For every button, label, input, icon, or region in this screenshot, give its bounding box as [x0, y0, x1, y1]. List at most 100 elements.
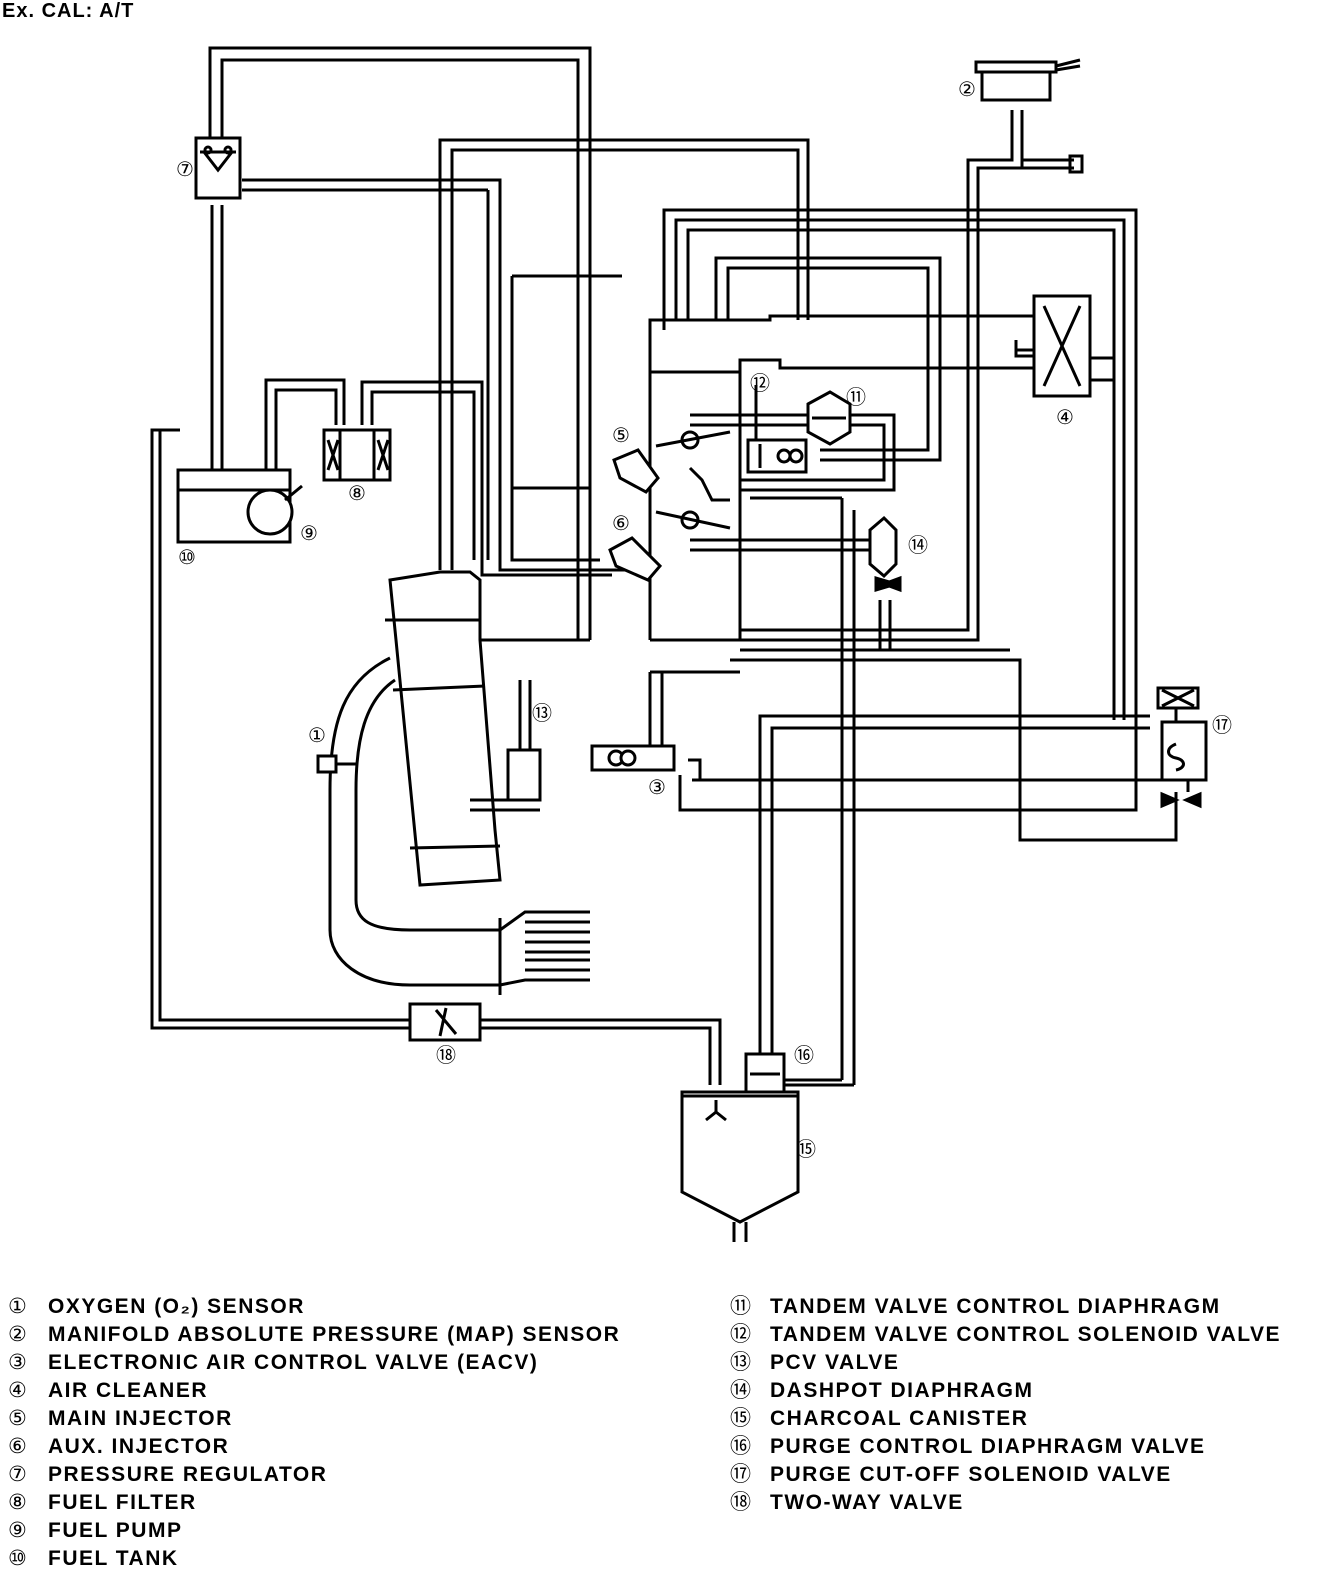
legend-right: ⑪ TANDEM VALVE CONTROL DIAPHRAGM ⑫ TANDEM …	[730, 1292, 1281, 1516]
legend-label: MANIFOLD ABSOLUTE PRESSURE (MAP) SENSOR	[48, 1323, 621, 1346]
callout-13: ⑬	[532, 701, 552, 725]
legend-number: ⑪	[730, 1294, 753, 1318]
legend-label: CHARCOAL CANISTER	[770, 1407, 1029, 1430]
purge-hoses	[758, 498, 1150, 1087]
legend-number: ⑩	[8, 1546, 29, 1570]
legend-number: ④	[8, 1378, 29, 1402]
legend-item: ⑪ TANDEM VALVE CONTROL DIAPHRAGM	[730, 1292, 1281, 1320]
callout-9: ⑨	[300, 521, 318, 545]
legend-label: AUX. INJECTOR	[48, 1435, 230, 1458]
legend-number: ⑫	[730, 1322, 753, 1346]
legend-label: MAIN INJECTOR	[48, 1407, 233, 1430]
tandem-solenoid-valve	[746, 438, 808, 474]
purge-control-valve	[744, 1052, 786, 1096]
regulator-vacuum-hose	[242, 178, 640, 572]
legend-number: ⑤	[8, 1406, 29, 1430]
callout-5: ⑤	[612, 423, 630, 447]
legend-label: FUEL TANK	[48, 1547, 179, 1570]
legend-label: TANDEM VALVE CONTROL SOLENOID VALVE	[770, 1323, 1282, 1346]
main-injector	[612, 448, 660, 494]
legend-number: ②	[8, 1322, 29, 1346]
legend-label: PCV VALVE	[770, 1351, 900, 1374]
legend-number: ⑭	[730, 1378, 753, 1402]
legend-label: PURGE CONTROL DIAPHRAGM VALVE	[770, 1435, 1206, 1458]
callout-7: ⑦	[176, 157, 194, 181]
charcoal-canister	[680, 1090, 800, 1242]
eacv	[590, 744, 676, 772]
callout-11: ⑪	[846, 385, 866, 409]
legend-item: ⑨ FUEL PUMP	[8, 1516, 620, 1544]
callout-16: ⑯	[794, 1043, 814, 1067]
throttle-valves	[655, 430, 731, 530]
callout-18: ⑱	[436, 1043, 456, 1067]
intake-duct	[648, 314, 1036, 374]
two-way-valve	[408, 1002, 482, 1042]
legend-item: ⑥ AUX. INJECTOR	[8, 1432, 620, 1460]
legend-number: ①	[8, 1294, 29, 1318]
callout-15: ⑮	[796, 1137, 816, 1161]
callout-8: ⑧	[348, 481, 366, 505]
legend-item: ⑦ PRESSURE REGULATOR	[8, 1460, 620, 1488]
vacuum-hose-diagram: ① ② ③ ④ ⑤ ⑥ ⑦ ⑧ ⑨ ⑩ ⑪ ⑫ ⑬ ⑭ ⑮ ⑯ ⑰ ⑱	[150, 46, 1232, 1242]
dashpot-diaphragm	[868, 515, 902, 593]
legend-item: ② MANIFOLD ABSOLUTE PRESSURE (MAP) SENSOR	[8, 1320, 620, 1348]
regulator-return-hose	[208, 46, 592, 640]
legend-number: ⑱	[730, 1490, 753, 1514]
fuel-supply-lines	[210, 205, 622, 577]
legend-label: OXYGEN (O₂) SENSOR	[48, 1295, 305, 1318]
callout-10: ⑩	[178, 545, 196, 569]
callout-4: ④	[1056, 405, 1074, 429]
legend-label: TWO-WAY VALVE	[770, 1491, 964, 1514]
legend-number: ⑦	[8, 1462, 29, 1486]
intake-manifold	[385, 570, 590, 887]
legend-number: ③	[8, 1350, 29, 1374]
legend-item: ⑯ PURGE CONTROL DIAPHRAGM VALVE	[730, 1432, 1281, 1460]
legend-number: ⑰	[730, 1462, 753, 1486]
pcv-valve	[470, 680, 542, 812]
tandem-valve-hoses	[690, 385, 896, 552]
legend-item: ⑫ TANDEM VALVE CONTROL SOLENOID VALVE	[730, 1320, 1281, 1348]
exhaust-pipe	[328, 656, 590, 995]
legend-number: ⑮	[730, 1406, 753, 1430]
legend-label: AIR CLEANER	[48, 1379, 209, 1402]
legend-item: ① OXYGEN (O₂) SENSOR	[8, 1292, 620, 1320]
legend-item: ⑤ MAIN INJECTOR	[8, 1404, 620, 1432]
legend-item: ③ ELECTRONIC AIR CONTROL VALVE (EACV)	[8, 1348, 620, 1376]
legend-left: ① OXYGEN (O₂) SENSOR ② MANIFOLD ABSOLUTE P…	[8, 1292, 620, 1572]
callout-6: ⑥	[612, 511, 630, 535]
legend-item: ⑩ FUEL TANK	[8, 1544, 620, 1572]
callout-1: ①	[308, 723, 326, 747]
legend-label: PRESSURE REGULATOR	[48, 1463, 328, 1486]
legend-number: ⑯	[730, 1434, 753, 1458]
tandem-diaphragm	[806, 390, 852, 446]
oxygen-sensor	[316, 754, 356, 774]
throttle-body	[648, 372, 1190, 842]
aux-injector	[608, 536, 663, 582]
legend-label: ELECTRONIC AIR CONTROL VALVE (EACV)	[48, 1351, 539, 1374]
legend-label: TANDEM VALVE CONTROL DIAPHRAGM	[770, 1295, 1221, 1318]
callout-17: ⑰	[1212, 713, 1232, 737]
legend-label: FUEL PUMP	[48, 1519, 183, 1542]
fuel-filter	[322, 428, 392, 482]
legend-label: FUEL FILTER	[48, 1491, 197, 1514]
legend-number: ⑨	[8, 1518, 29, 1542]
callout-14: ⑭	[908, 533, 928, 557]
legend-item: ⑭ DASHPOT DIAPHRAGM	[730, 1376, 1281, 1404]
legend-item: ⑰ PURGE CUT-OFF SOLENOID VALVE	[730, 1460, 1281, 1488]
legend-item: ⑱ TWO-WAY VALVE	[730, 1488, 1281, 1516]
legend-number: ⑥	[8, 1434, 29, 1458]
legend-label: DASHPOT DIAPHRAGM	[770, 1379, 1034, 1402]
legend-item: ⑮ CHARCOAL CANISTER	[730, 1404, 1281, 1432]
callout-3: ③	[648, 775, 666, 799]
map-sensor-hose	[740, 110, 1084, 642]
legend-label: PURGE CUT-OFF SOLENOID VALVE	[770, 1463, 1172, 1486]
callout-2: ②	[958, 77, 976, 101]
legend-item: ④ AIR CLEANER	[8, 1376, 620, 1404]
callout-12: ⑫	[750, 371, 770, 395]
fuel-pump	[246, 484, 303, 536]
air-cleaner	[1032, 294, 1116, 398]
map-sensor	[974, 58, 1081, 102]
center-vacuum-hoses	[438, 138, 1138, 812]
